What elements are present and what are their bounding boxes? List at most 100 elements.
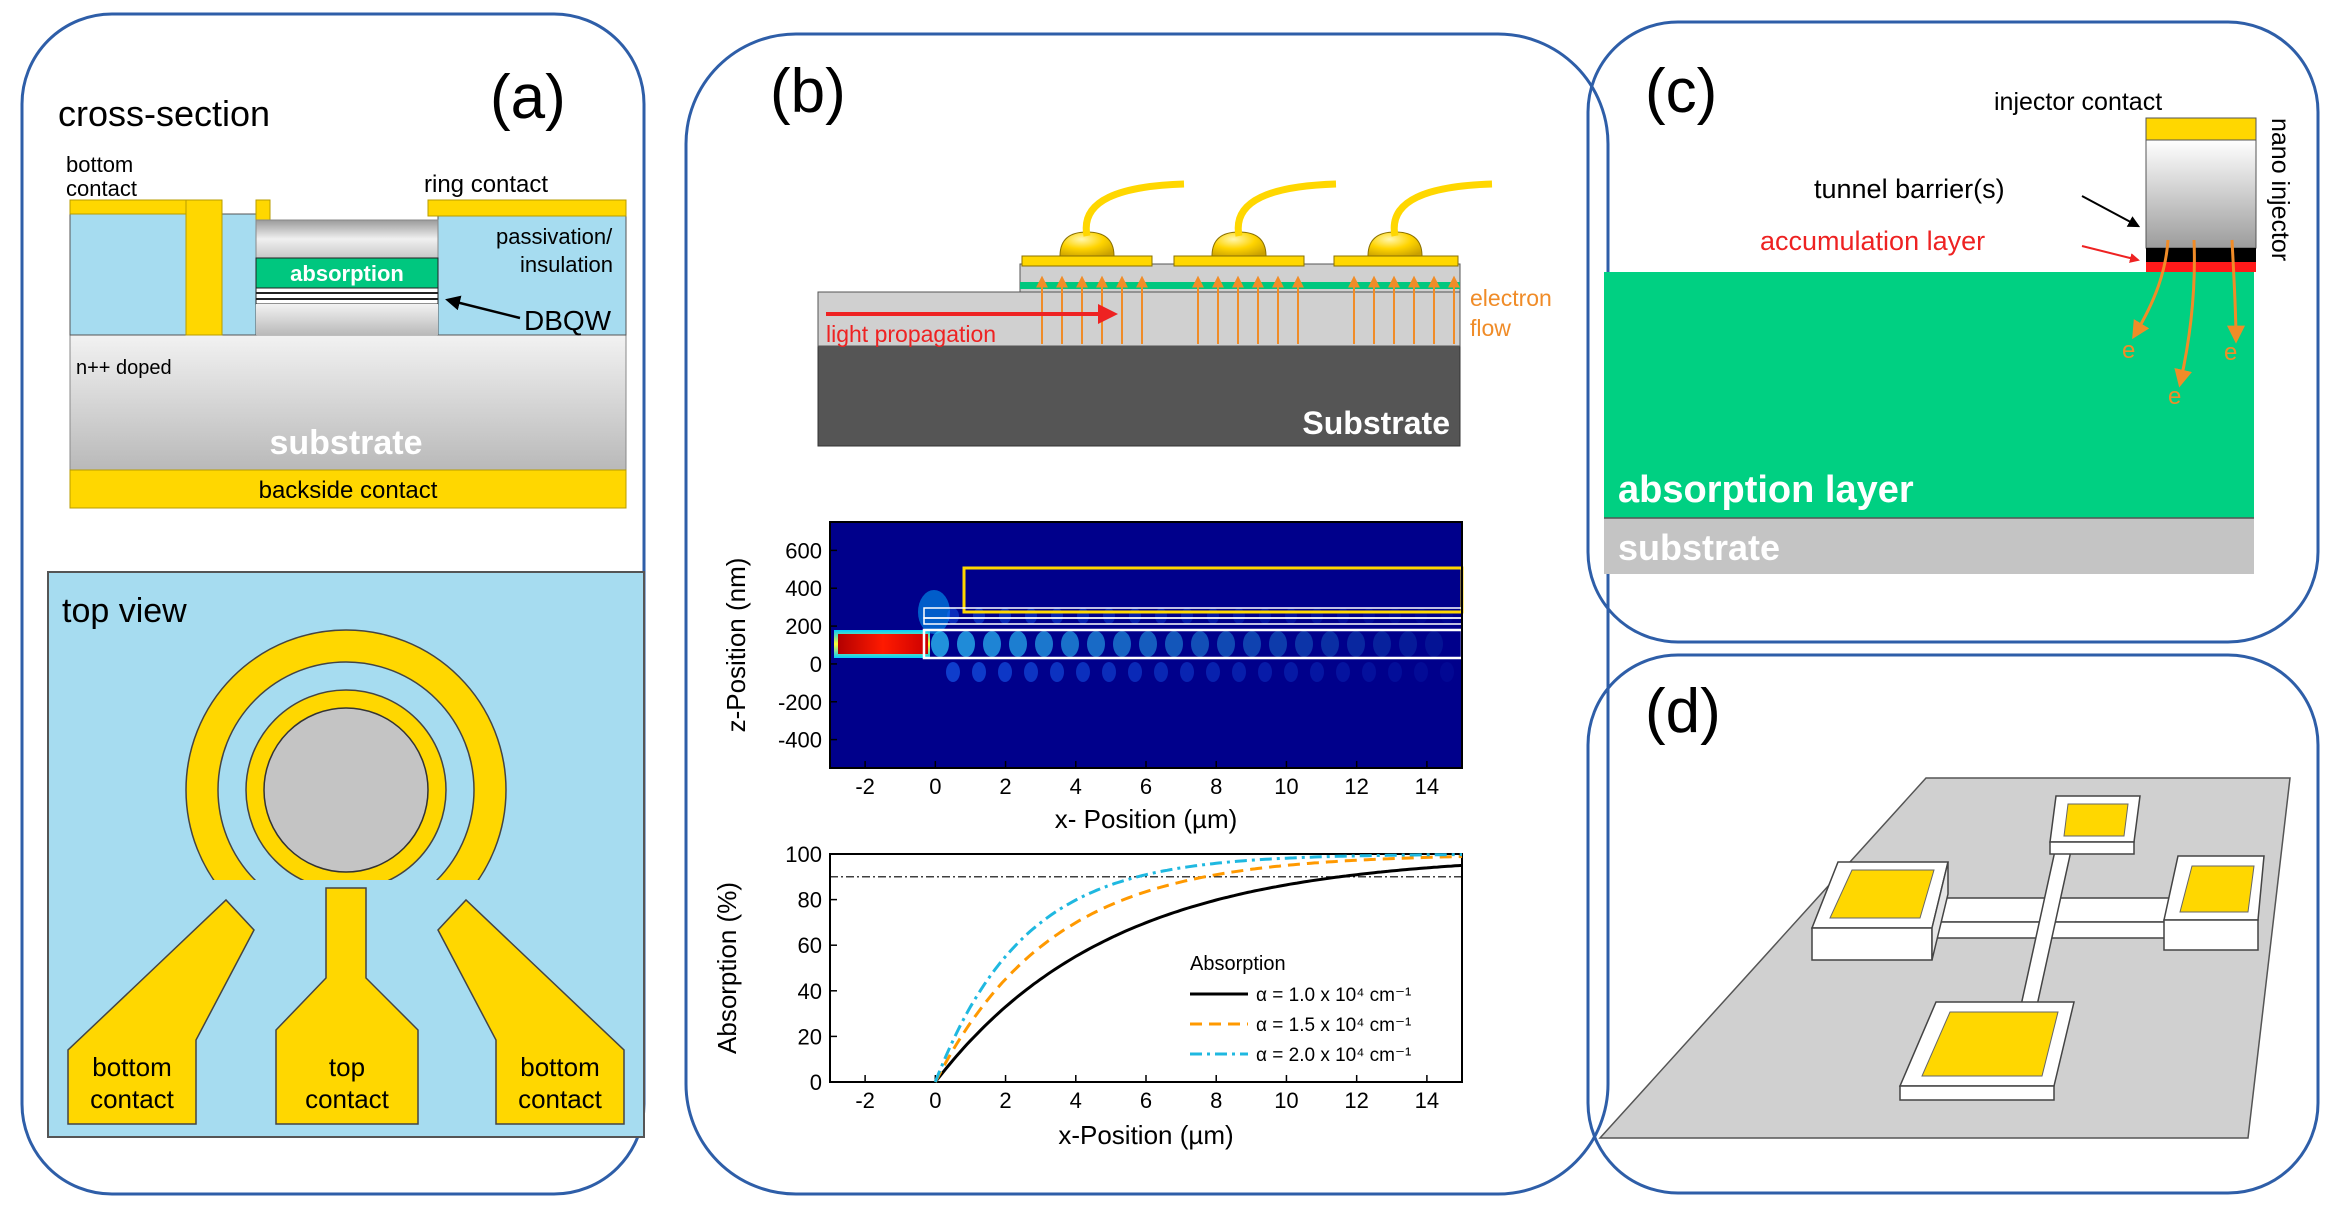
heatmap-ripple [1050, 662, 1064, 682]
absorption-label: absorption [290, 261, 404, 286]
heatmap-ripple [1425, 631, 1443, 657]
heatmap-leak-blob [918, 590, 950, 634]
heatmap-ripple [1206, 662, 1220, 682]
n-doped-label: n++ doped [76, 357, 172, 379]
electron-path-3 [2226, 239, 2245, 344]
heatmap-y-tick-label: -200 [778, 690, 822, 715]
legend-label-2: α = 1.5 x 10⁴ cm⁻¹ [1256, 1015, 1411, 1036]
heatmap-ripple [1243, 631, 1261, 657]
heatmap-ripple [1035, 631, 1053, 657]
legend-entry-2: α = 1.5 x 10⁴ cm⁻¹ [1190, 1015, 1411, 1036]
absorption-ylabel: Absorption (%) [712, 882, 742, 1054]
abs-y-tick-label: 60 [798, 933, 822, 958]
heatmap-ripple [1258, 662, 1272, 682]
heatmap-x-tick-label: 2 [999, 774, 1011, 799]
accumulation-layer-label: accumulation layer [1760, 226, 1985, 256]
substrate-block-label: substrate [1618, 527, 1780, 568]
heatmap-ripple [1139, 631, 1157, 657]
abs-x-tick-label: 6 [1140, 1088, 1152, 1113]
abs-x-tick-label: 0 [929, 1088, 941, 1113]
mesa-top-view [263, 707, 429, 873]
legend-entry-1: α = 1.0 x 10⁴ cm⁻¹ [1190, 985, 1411, 1006]
pad-left [1810, 861, 1949, 961]
heatmap-x-tick-label: 0 [929, 774, 941, 799]
heatmap-ripple [1311, 608, 1323, 624]
pad-right [2163, 855, 2265, 951]
heatmap-xlabel: x- Position (µm) [1055, 804, 1238, 834]
heatmap-ripple [1113, 631, 1131, 657]
cross-section-title: cross-section [58, 93, 270, 134]
heatmap-ripple [1165, 631, 1183, 657]
heatmap-ripple [1440, 662, 1454, 682]
heatmap-ripple [1129, 608, 1141, 624]
heatmap-x-tick-label: 8 [1210, 774, 1222, 799]
nano-injector-body [2145, 139, 2257, 249]
legend-label-1: α = 1.0 x 10⁴ cm⁻¹ [1256, 985, 1411, 1006]
heatmap-ripple [1284, 662, 1298, 682]
heatmap-x-tick-label: 10 [1274, 774, 1298, 799]
heatmap-ripple [957, 631, 975, 657]
device-schematic [817, 180, 1493, 447]
heatmap-ripple [1217, 631, 1235, 657]
heatmap-ripple [1414, 662, 1428, 682]
substrate-block [1604, 518, 2254, 574]
nano-injector-label: nano injector [2266, 118, 2294, 261]
series-line-1 [934, 863, 1463, 1083]
accumulation-layer-strip [2146, 262, 2256, 272]
panel-b-frame [684, 32, 1610, 1196]
heatmap-ripple [1087, 631, 1105, 657]
heatmap-ripple [931, 631, 949, 657]
heatmap-ripple [1362, 662, 1376, 682]
backside-contact-bar [69, 469, 627, 509]
panel-a: (a) cross-section bottom contact ring co… [47, 63, 645, 1138]
heatmap-ripple [1061, 631, 1079, 657]
abs-y-tick-label: 20 [798, 1024, 822, 1049]
bottom-contact-label-2: contact [66, 176, 137, 201]
ring-contact-label: ring contact [424, 171, 548, 198]
chip-plane [1598, 777, 2291, 1139]
left-passivation [69, 213, 257, 336]
schematic-substrate-label: Substrate [1302, 405, 1450, 441]
dbqw-layer [255, 287, 439, 305]
backside-contact-label: backside contact [259, 477, 438, 504]
small-contact-stub [255, 199, 271, 221]
heatmap-ripple [1181, 608, 1193, 624]
abs-x-tick-label: -2 [855, 1088, 875, 1113]
tv-left-label-2: contact [90, 1084, 175, 1114]
heatmap-ripple [1363, 608, 1375, 624]
abs-y-tick-label: 40 [798, 979, 822, 1004]
tv-mid-label-1: top [329, 1052, 365, 1082]
heatmap-ripple [1102, 662, 1116, 682]
dbqw-pointer-arrow [445, 295, 521, 320]
right-bottom-pad [437, 898, 625, 1125]
accumulation-pointer [2081, 245, 2140, 263]
heatmap-ripple [1337, 608, 1349, 624]
abs-y-tick-label: 100 [785, 842, 822, 867]
schematic-pad-2 [1173, 255, 1305, 267]
heatmap-ripple [1191, 631, 1209, 657]
legend-entry-3: α = 2.0 x 10⁴ cm⁻¹ [1190, 1045, 1411, 1066]
top-pad [275, 887, 419, 1125]
electron-path-2 [2174, 239, 2196, 388]
heatmap-ripple [946, 662, 960, 682]
heatmap-ripple [999, 608, 1011, 624]
panel-frames [20, 12, 2320, 1196]
heatmap-ripple [1321, 631, 1339, 657]
heatmap-x-tick-label: 6 [1140, 774, 1152, 799]
heatmap-ripple [1025, 608, 1037, 624]
heatmap-ripple [973, 608, 985, 624]
panel-c: (c) e e e injector contact tunnel barrie… [1604, 57, 2294, 574]
heatmap-ripple [1259, 608, 1271, 624]
heatmap-ripple [1415, 608, 1427, 624]
heatmap-y-tick-label: -400 [778, 728, 822, 753]
panel-d-label: (d) [1645, 677, 1721, 746]
mesa-bottom [256, 304, 438, 335]
heatmap-ripple [1207, 608, 1219, 624]
abs-x-tick-label: 8 [1210, 1088, 1222, 1113]
right-passivation [437, 213, 627, 336]
substrate-label: substrate [269, 424, 422, 462]
tv-mid-label-2: contact [305, 1084, 390, 1114]
abs-y-tick-label: 0 [810, 1070, 822, 1095]
